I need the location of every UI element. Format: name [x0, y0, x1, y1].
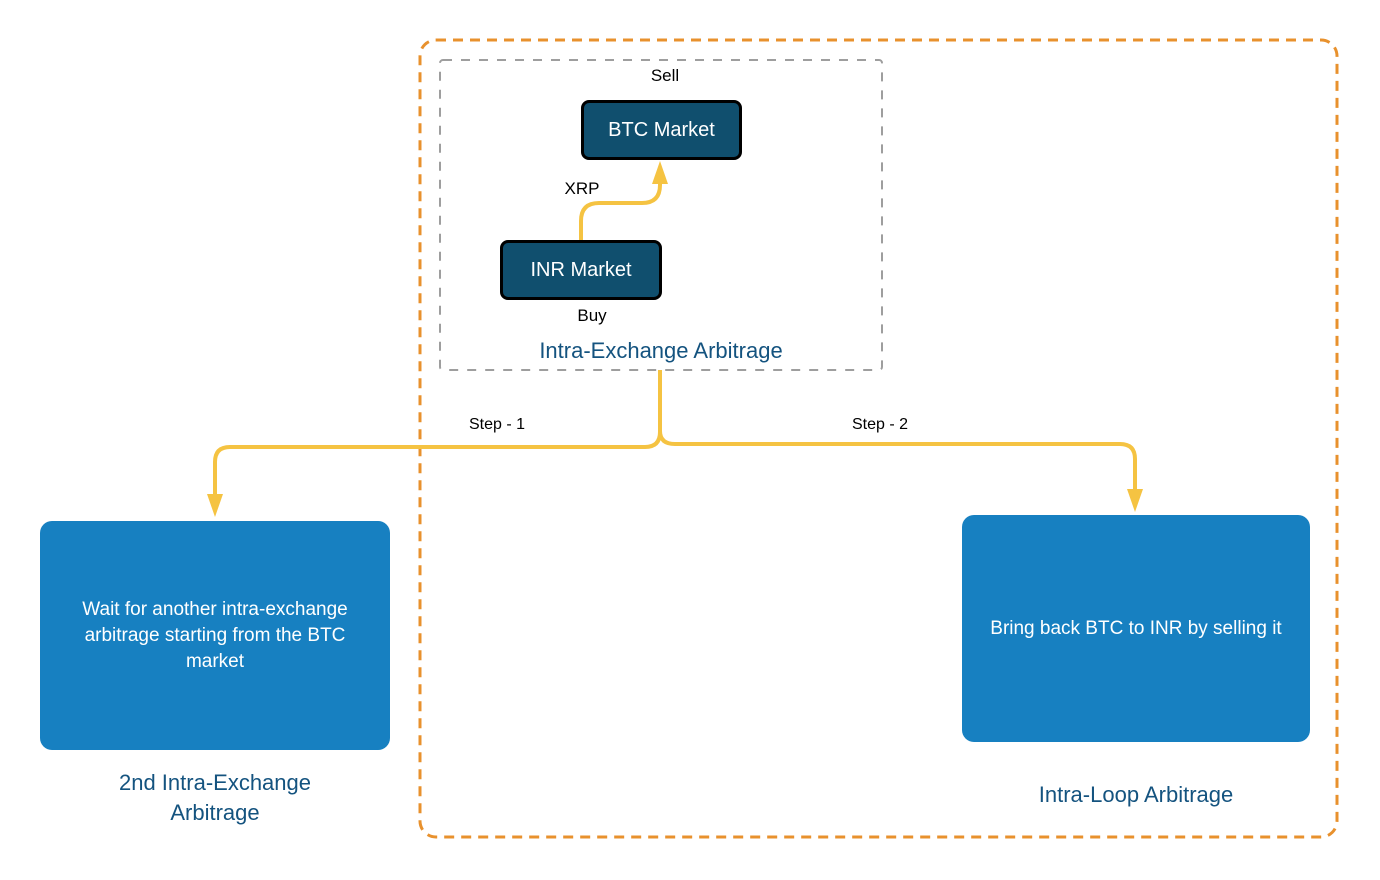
intra-exchange-group-title: Intra-Exchange Arbitrage: [539, 338, 783, 363]
xrp-label: XRP: [564, 179, 600, 198]
inr-to-btc-arrowhead: [652, 161, 668, 184]
intra-loop-caption: Intra-Loop Arbitrage: [1038, 782, 1234, 807]
second-intra-exchange-caption-line2: Arbitrage: [170, 800, 260, 825]
step2-connector: [658, 370, 1137, 490]
second-intra-exchange-node: Wait for another intra-exchange arbitrag…: [40, 521, 390, 750]
step2-arrowhead: [1127, 489, 1143, 512]
second-intra-exchange-node-text: Wait for another intra-exchange arbitrag…: [82, 598, 348, 672]
btc-market-node: BTC Market: [581, 100, 742, 160]
buy-label: Buy: [577, 306, 607, 325]
step1-label: Step - 1: [468, 416, 526, 433]
inr-market-node: INR Market: [500, 240, 662, 300]
intra-loop-node: Bring back BTC to INR by selling it: [962, 515, 1310, 742]
second-intra-exchange-caption-line1: 2nd Intra-Exchange: [118, 770, 312, 795]
intra-loop-node-text: Bring back BTC to INR by selling it: [990, 617, 1282, 639]
intra-exchange-group-frame: [439, 59, 883, 371]
outer-group-frame: [418, 38, 1339, 839]
sell-label: Sell: [650, 66, 680, 85]
inr-to-btc-arrow: [579, 182, 662, 240]
step1-connector: [213, 370, 662, 495]
btc-market-node-label: BTC Market: [608, 118, 715, 141]
inr-market-node-label: INR Market: [530, 258, 632, 281]
step2-label: Step - 2: [851, 416, 909, 433]
second-intra-exchange-caption: 2nd Intra-Exchange Arbitrage: [40, 768, 390, 828]
step1-arrowhead: [207, 494, 223, 517]
